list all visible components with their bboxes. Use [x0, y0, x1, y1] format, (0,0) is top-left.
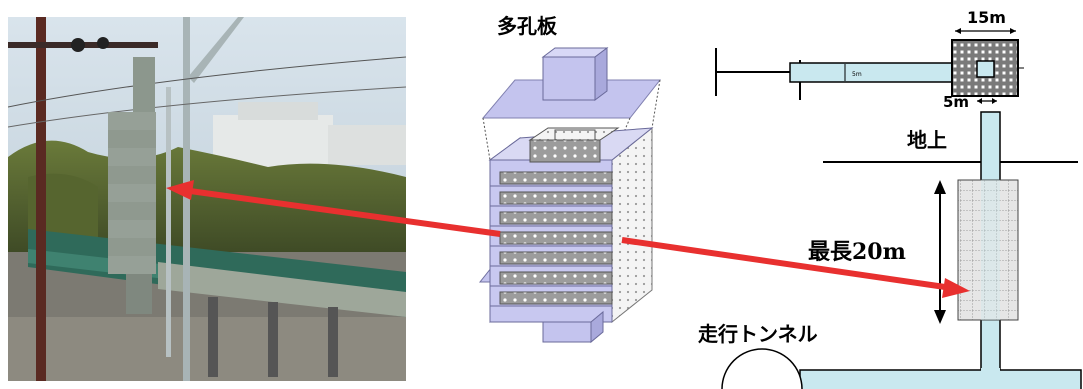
red-arrow-left: [166, 180, 501, 237]
bottom-stub-side: [590, 310, 604, 344]
max-length-label: 最長20m: [808, 239, 906, 265]
plan-duct: [789, 62, 953, 83]
tunnel-cross-section: [721, 348, 803, 389]
top-cover: [0, 0, 505, 270]
plan-duct-dim: 5m: [852, 71, 862, 78]
chimney-front: [542, 56, 596, 101]
width-15m-label: 15m: [967, 8, 1006, 27]
ground-label: 地上: [907, 128, 947, 152]
porous-plate-label: 多孔板: [497, 14, 557, 38]
chimney-box: [0, 0, 482, 300]
bottom-stub: [542, 321, 592, 343]
width-5m-label: 5m: [943, 93, 970, 111]
plan-view: 5m: [715, 28, 1024, 104]
test-site-photo: [8, 17, 406, 381]
chimney-side: [594, 47, 608, 101]
plan-shaft: [976, 60, 995, 78]
porous-block-stack: [957, 179, 1019, 321]
guide-line: [651, 79, 661, 129]
porous-layers: [490, 127, 620, 307]
photo-illustration: [8, 17, 406, 381]
running-tunnel-label: 走行トンネル: [698, 322, 818, 346]
porous-side-panel: [611, 126, 653, 324]
red-arrow-right: [621, 237, 970, 298]
guide-line: [482, 117, 491, 161]
running-tunnel-duct: [799, 369, 1082, 389]
section-view: [721, 111, 1082, 389]
porous-hood-model: [481, 47, 662, 344]
